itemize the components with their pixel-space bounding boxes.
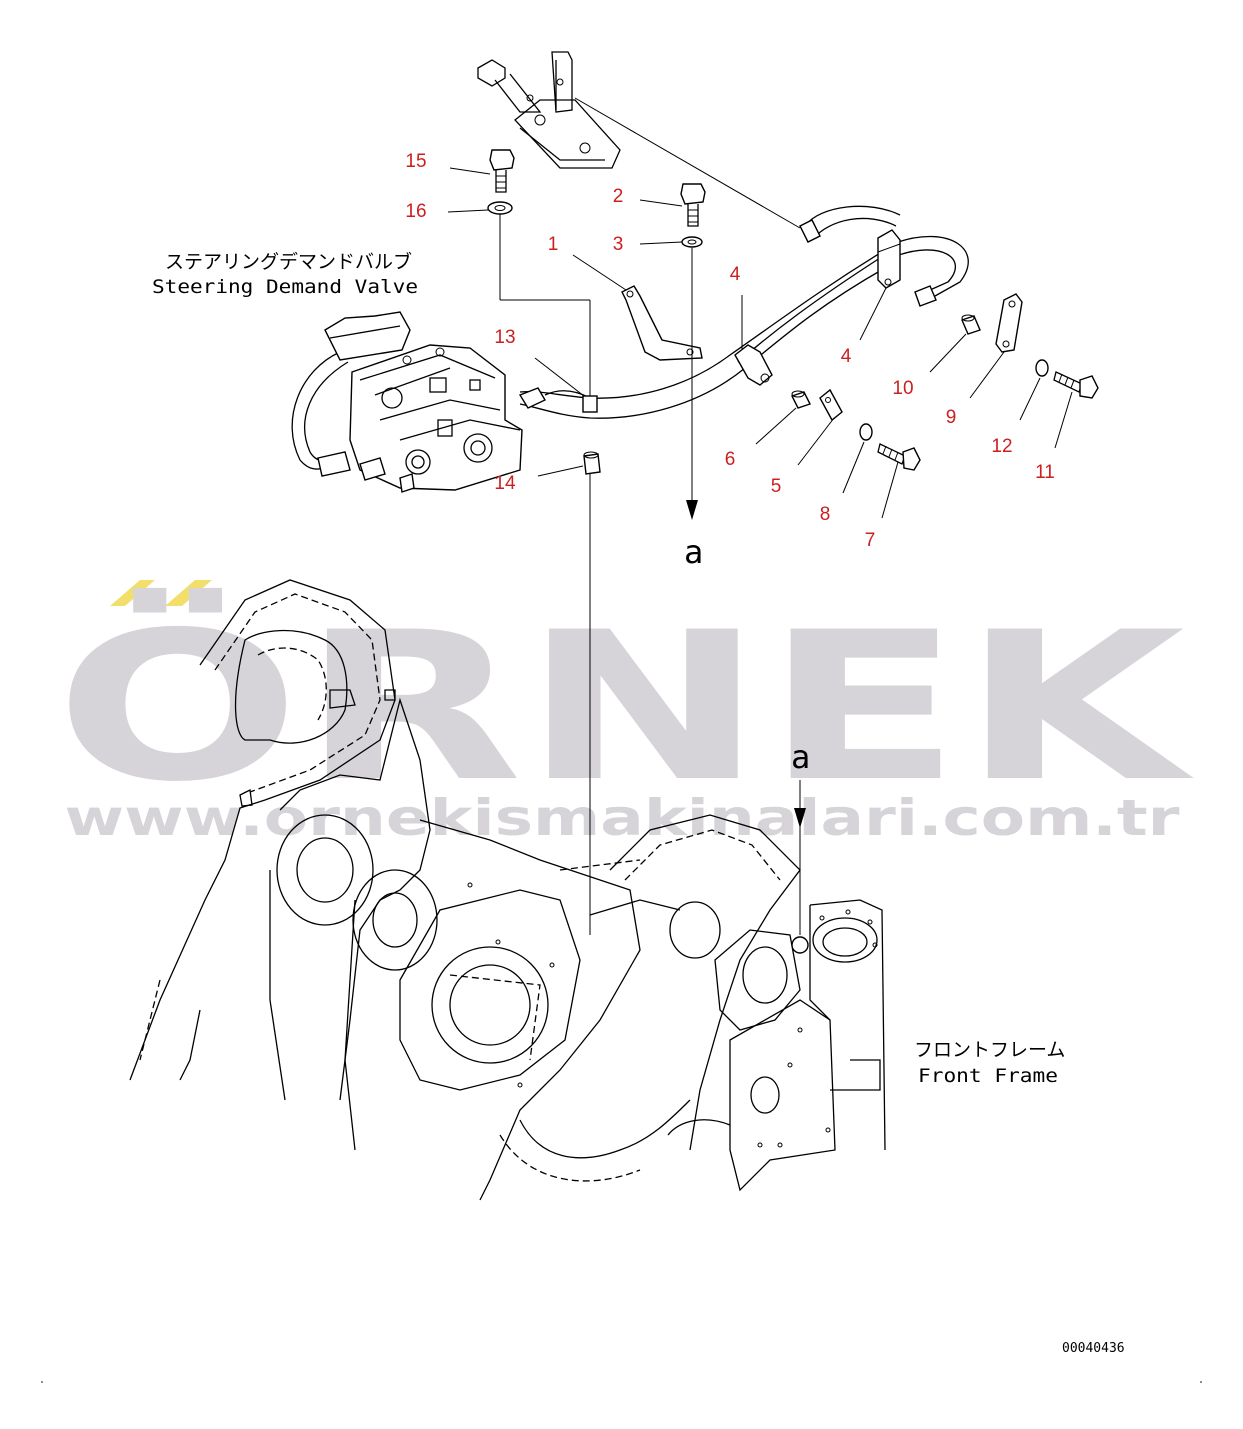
corner-dot-left [41,1381,43,1383]
clamp-4a [734,344,773,386]
callout-15: 15 [405,151,426,172]
mounting-bracket [477,51,801,229]
callout-2: 2 [613,186,624,207]
leader-lines [447,167,1073,935]
plate-9 [995,293,1023,353]
callout-16: 16 [405,201,426,222]
bolt-15 [489,149,515,193]
watermark-accent-right [165,580,212,606]
callout-7: 7 [865,530,876,551]
drawing-number: 00040436 [1062,1341,1125,1356]
callout-5: 5 [771,476,782,497]
text-labels: ステアリングデマンドバルブ Steering Demand Valve フロント… [152,250,1125,1356]
corner-dot-right [1200,1381,1202,1383]
washer-16 [487,201,513,215]
parts [487,149,1099,475]
callout-9: 9 [946,407,957,428]
washer-8 [859,423,873,441]
label-frame-en: Front Frame [918,1065,1058,1087]
spacer-13 [582,395,598,413]
ref-a-top: a [684,533,703,571]
front-frame [129,579,886,1201]
plate-5 [819,388,843,422]
bracket-1 [621,285,703,361]
callout-13: 13 [494,327,515,348]
watermark-url: www.ornekismakinalari.com.tr [65,789,1180,847]
callout-14: 14 [494,473,516,494]
callout-4b: 4 [841,346,852,367]
callout-6: 6 [725,449,736,470]
callout-1: 1 [548,234,559,255]
bolt-7 [877,443,921,471]
bolt-2 [680,183,706,227]
clamp-4b [877,229,901,289]
label-steering-en: Steering Demand Valve [152,276,418,298]
watermark: ÖRNEK www.ornekismakinalari.com.tr [55,580,1195,847]
callout-4a: 4 [730,264,741,285]
steering-demand-valve [324,311,591,493]
bolt-11 [1053,371,1099,399]
callout-10: 10 [892,378,913,399]
collar-10 [961,314,981,335]
label-steering-jp: ステアリングデマンドバルブ [165,250,412,273]
callout-11: 11 [1035,462,1055,483]
callout-12: 12 [991,436,1012,457]
label-frame-jp: フロントフレーム [914,1039,1065,1061]
collar-6 [791,390,811,409]
washer-12 [1035,359,1049,377]
watermark-brand: ÖRNEK [55,588,1195,827]
callout-3: 3 [613,234,624,255]
callout-8: 8 [820,504,831,525]
washer-3 [681,236,703,248]
callout-numbers: 15 16 2 3 1 4 4 13 14 6 5 8 7 10 9 12 11 [405,151,1054,551]
spacer-14 [583,451,601,475]
ref-a-bottom: a [791,738,810,776]
watermark-accent-left [110,580,155,606]
